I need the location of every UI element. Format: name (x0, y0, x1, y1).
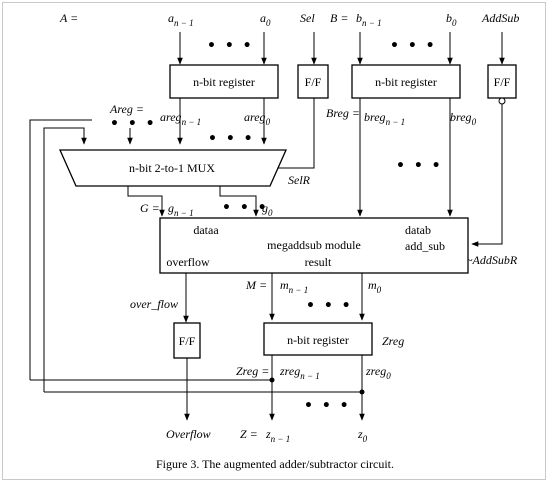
wire-g-lsb (219, 186, 259, 217)
ellipsis-b: • • • (390, 38, 437, 54)
output-z-label: Z = (240, 427, 258, 441)
register-z-label: n-bit register (287, 333, 349, 347)
register-a-label: n-bit register (193, 75, 255, 89)
mux-label: n-bit 2-to-1 MUX (129, 161, 215, 175)
output-overflow: Overflow (166, 427, 211, 441)
input-b-lsb: b0 (446, 11, 457, 28)
m-msb-label: mn − 1 (280, 278, 308, 295)
input-a-msb: an − 1 (168, 11, 194, 28)
selr-label: SelR (288, 173, 311, 187)
addsubr-label: ~AddSubR (466, 253, 518, 267)
wire-feedback-msb (43, 127, 87, 392)
wire-selr (267, 98, 315, 171)
ellipsis-zreg: • • • (304, 398, 351, 414)
areg-msb-label: aregn − 1 (160, 110, 201, 127)
wire-g-msb (127, 186, 165, 217)
ellipsis-m: • • • (306, 298, 353, 314)
ellipsis-g: • • • (222, 200, 269, 216)
junction-msb (269, 377, 275, 383)
zreg-name: Zreg (382, 334, 404, 348)
input-sel-label: Sel (300, 11, 315, 25)
areg-label: Areg = (109, 102, 144, 116)
breg-lsb-label: breg0 (450, 110, 477, 127)
input-b-label: B = (330, 11, 348, 25)
ellipsis-breg: • • • (396, 158, 443, 174)
adder-dataa: dataa (193, 223, 219, 237)
g-msb-label: gn − 1 (168, 201, 194, 218)
input-a-label: A = (59, 11, 78, 25)
addsub-inverter-bubble (498, 97, 506, 105)
register-b-label: n-bit register (375, 75, 437, 89)
over-flow-label: over_flow (130, 297, 178, 311)
ff-sel-label: F/F (305, 75, 322, 89)
m-label: M = (245, 278, 267, 292)
wire-feedback-lsb (29, 119, 92, 380)
ellipsis-a: • • • (207, 38, 254, 54)
register-b-box (351, 64, 461, 99)
input-addsub-label: AddSub (481, 11, 519, 25)
figure-frame (2, 2, 546, 480)
junction-lsb (359, 389, 365, 395)
ff-addsub-label: F/F (494, 75, 511, 89)
breg-msb-label: bregn − 1 (364, 110, 405, 127)
input-a-lsb: a0 (260, 11, 271, 28)
wire-addsubr (471, 104, 503, 247)
mux-shape (58, 149, 288, 187)
adder-overflow: overflow (166, 255, 210, 269)
breg-label: Breg = (326, 106, 360, 120)
output-z-msb: zn − 1 (265, 427, 290, 444)
output-z-lsb: z0 (357, 427, 368, 444)
adder-result: result (305, 255, 332, 269)
areg-lsb-label: areg0 (244, 110, 271, 127)
zreg-msb-label: zregn − 1 (279, 364, 320, 381)
ff-overflow-label: F/F (179, 334, 196, 348)
ellipsis-areg: • • • (208, 131, 255, 147)
figure-caption: Figure 3. The augmented adder/subtractor… (156, 457, 394, 471)
input-b-msb: bn − 1 (356, 11, 382, 28)
zreg-label: Zreg = (236, 364, 269, 378)
ellipsis-feedback: • • • (110, 116, 157, 132)
ff-sel-box (297, 64, 329, 99)
zreg-lsb-label: zreg0 (365, 364, 391, 381)
register-a-box (169, 64, 279, 99)
g-lsb-label: g0 (262, 201, 273, 218)
adder-add-sub: add_sub (405, 239, 445, 253)
m-lsb-label: m0 (368, 278, 382, 295)
adder-datab: datab (405, 223, 431, 237)
g-label: G = (140, 201, 160, 215)
register-z-box (263, 322, 373, 356)
adder-box (159, 217, 469, 274)
adder-title: megaddsub module (267, 238, 361, 252)
